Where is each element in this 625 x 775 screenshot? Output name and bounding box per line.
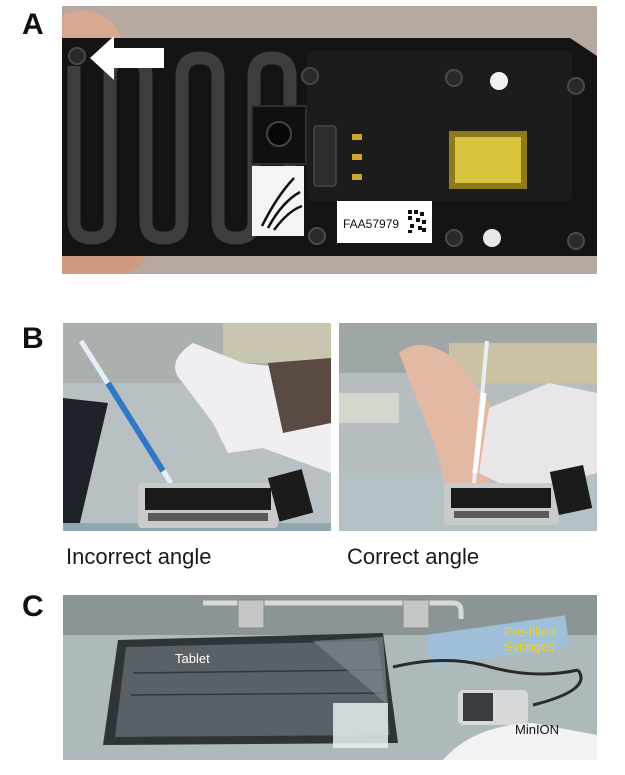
label-tablet: Tablet — [175, 651, 210, 666]
caption-incorrect-angle: Incorrect angle — [66, 544, 212, 569]
panel-letter-a: A — [22, 8, 44, 41]
barcode-text: FAA57979 — [343, 217, 399, 231]
photo-setup: Tablet Pre-filled Syringes MinION — [63, 595, 597, 760]
caption-correct-angle: Correct angle — [347, 544, 480, 569]
serpentine-channel — [67, 51, 297, 245]
label-syringes-line1: Pre-filled — [504, 624, 555, 639]
sensor-array — [455, 137, 521, 183]
photo-correct-angle — [339, 323, 597, 531]
screw-holes — [68, 47, 585, 250]
port-top — [490, 72, 508, 90]
photo-flow-cell: FAA57979 — [62, 6, 597, 274]
panel-letter-c: C — [22, 590, 44, 623]
qr-code — [407, 209, 427, 233]
label-syringes-line2: Syringes — [504, 639, 555, 654]
photo-incorrect-angle — [63, 323, 331, 531]
arrow-left-icon — [90, 36, 164, 80]
port-bottom — [483, 229, 501, 247]
sample-port — [266, 121, 292, 147]
panel-letter-b: B — [22, 322, 44, 355]
label-minion: MinION — [515, 722, 559, 737]
